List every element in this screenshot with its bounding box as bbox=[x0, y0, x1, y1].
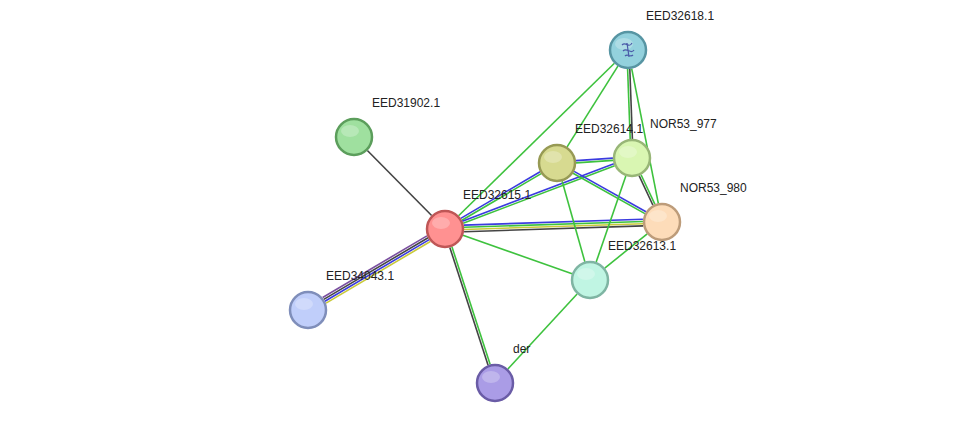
node-circle bbox=[613, 139, 651, 177]
node-label: EED31902.1 bbox=[372, 96, 440, 110]
evidence-line bbox=[325, 240, 429, 302]
circle-highlight bbox=[341, 125, 359, 137]
interaction-edge bbox=[573, 171, 646, 213]
protein-node: NOR53_980 bbox=[643, 203, 681, 241]
circle-highlight bbox=[619, 146, 637, 158]
circle-highlight bbox=[482, 371, 500, 383]
evidence-line bbox=[461, 172, 540, 219]
evidence-line bbox=[639, 176, 653, 206]
circle-shape bbox=[427, 211, 463, 247]
circle-shape bbox=[610, 32, 646, 68]
interaction-edge bbox=[632, 69, 659, 204]
evidence-line bbox=[326, 242, 430, 304]
protein-node: der bbox=[476, 364, 514, 402]
evidence-line bbox=[562, 181, 585, 261]
interaction-edge bbox=[462, 164, 614, 224]
node-label: der bbox=[513, 342, 530, 356]
interaction-edge bbox=[323, 236, 431, 303]
evidence-line bbox=[463, 166, 614, 224]
circle-shape bbox=[477, 365, 513, 401]
node-circle bbox=[643, 203, 681, 241]
evidence-line bbox=[574, 171, 646, 211]
node-circle bbox=[335, 118, 373, 156]
evidence-line bbox=[463, 235, 572, 273]
node-label: EED32615.1 bbox=[463, 188, 531, 202]
circle-highlight bbox=[295, 298, 313, 310]
circle-highlight bbox=[649, 210, 667, 222]
evidence-line bbox=[641, 175, 655, 205]
evidence-line bbox=[452, 247, 490, 365]
circle-shape bbox=[644, 204, 680, 240]
circle-shape bbox=[539, 145, 575, 181]
evidence-line bbox=[632, 69, 659, 204]
interaction-edge bbox=[562, 181, 585, 261]
circle-highlight bbox=[577, 268, 595, 280]
protein-node: EED32614.1 bbox=[538, 144, 576, 182]
circle-shape bbox=[290, 292, 326, 328]
node-circle bbox=[571, 261, 609, 299]
interaction-edge bbox=[576, 158, 613, 163]
evidence-line bbox=[462, 174, 541, 221]
interaction-edge bbox=[464, 219, 643, 231]
evidence-line bbox=[464, 226, 643, 232]
circle-shape bbox=[572, 262, 608, 298]
node-circle bbox=[289, 291, 327, 329]
node-label: EED34043.1 bbox=[326, 269, 394, 283]
protein-node: EED32613.1 bbox=[571, 261, 609, 299]
node-label: NOR53_980 bbox=[680, 181, 747, 195]
protein-node: EED32615.1 bbox=[426, 210, 464, 248]
circle-highlight bbox=[432, 217, 450, 229]
protein-node: NOR53_977 bbox=[613, 139, 651, 177]
node-circle bbox=[426, 210, 464, 248]
evidence-line bbox=[573, 173, 645, 213]
protein-node: EED31902.1 bbox=[335, 118, 373, 156]
evidence-line bbox=[576, 160, 613, 162]
evidence-line bbox=[324, 238, 428, 300]
circle-shape bbox=[336, 119, 372, 155]
node-circle bbox=[538, 144, 576, 182]
node-label: EED32618.1 bbox=[646, 9, 714, 23]
node-circle bbox=[476, 364, 514, 402]
interaction-edge bbox=[461, 172, 541, 221]
node-label: EED32613.1 bbox=[608, 239, 676, 253]
interaction-edge bbox=[367, 151, 431, 216]
protein-node: EED32618.1 bbox=[609, 31, 647, 69]
node-circle bbox=[609, 31, 647, 69]
protein-node: EED34043.1 bbox=[289, 291, 327, 329]
evidence-line bbox=[462, 164, 613, 222]
interaction-edge bbox=[450, 247, 490, 366]
node-label: EED32614.1 bbox=[575, 122, 643, 136]
node-label: NOR53_977 bbox=[650, 117, 717, 131]
evidence-line bbox=[367, 151, 431, 216]
interaction-edge bbox=[463, 235, 572, 273]
structure-icon bbox=[622, 43, 634, 57]
evidence-line bbox=[323, 236, 427, 298]
evidence-line bbox=[450, 247, 488, 365]
circle-shape bbox=[614, 140, 650, 176]
evidence-line bbox=[508, 294, 577, 369]
circle-highlight bbox=[544, 151, 562, 163]
interaction-edge bbox=[508, 294, 577, 369]
interaction-edge bbox=[639, 175, 655, 206]
